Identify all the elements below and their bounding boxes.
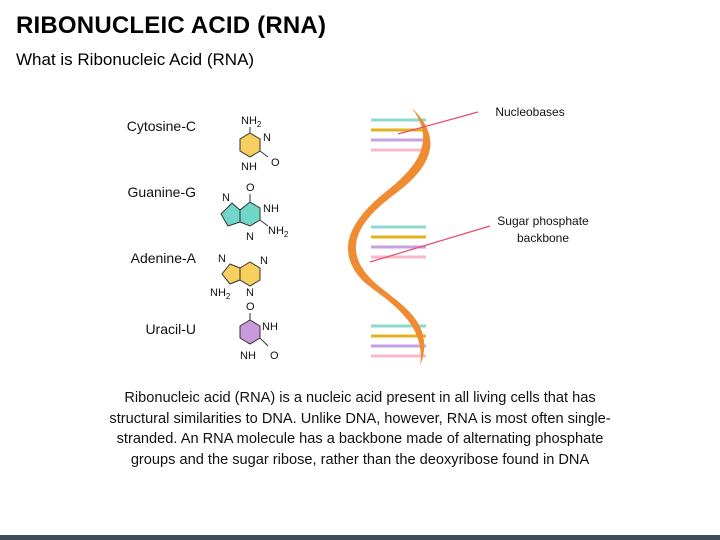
sugar-phosphate-label: Sugar phosphate backbone — [484, 213, 602, 247]
nucleobases-callout-line — [397, 111, 479, 135]
slide-title: RIBONUCLEIC ACID (RNA) — [16, 12, 327, 39]
adenine-nh2: NH2 — [210, 287, 231, 301]
footer-bar — [0, 535, 720, 540]
adenine-pentagon — [221, 263, 241, 285]
adenine-n-bottom: N — [246, 287, 254, 299]
guanine-o: O — [246, 182, 255, 194]
guanine-nh2: NH2 — [268, 225, 289, 239]
sugar-phosphate-label-line2: backbone — [516, 231, 570, 245]
guanine-n-left: N — [222, 192, 230, 204]
description-line-4: groups and the sugar ribose, rather than… — [130, 451, 590, 468]
guanine-pentagon — [220, 202, 241, 227]
guanine-structure: O N NH NH2 N — [220, 182, 289, 243]
uracil-nh-bottom: NH — [240, 350, 256, 362]
backbone-callout-line — [369, 225, 491, 263]
nucleobases-label: Nucleobases — [495, 105, 565, 119]
cytosine-nh: NH — [241, 161, 257, 173]
base-name-guanine: Guanine-G — [127, 184, 196, 200]
slide-subtitle: What is Ribonucleic Acid (RNA) — [16, 50, 255, 69]
cytosine-ring — [239, 132, 261, 158]
adenine-structure: N N NH2 N — [210, 253, 268, 301]
adenine-n-right: N — [260, 255, 268, 267]
uracil-ring — [239, 319, 261, 345]
cytosine-o: O — [271, 157, 280, 169]
guanine-hexagon — [239, 201, 261, 227]
uracil-nh: NH — [262, 321, 278, 333]
uracil-o-bottom: O — [270, 350, 279, 362]
description-line-1: Ribonucleic acid (RNA) is a nucleic acid… — [124, 390, 596, 406]
cytosine-n: N — [263, 132, 271, 144]
description-line-3: stranded. An RNA molecule has a backbone… — [116, 431, 604, 447]
description-line-2: structural similarities to DNA. Unlike D… — [109, 410, 611, 427]
guanine-n-bottom: N — [246, 231, 254, 243]
nucleobase-rungs — [371, 118, 426, 358]
cytosine-nh2: NH2 — [241, 115, 262, 129]
uracil-structure: O NH NH O — [239, 301, 279, 362]
base-name-uracil: Uracil-U — [145, 321, 196, 337]
guanine-nh: NH — [263, 203, 279, 215]
sugar-phosphate-backbone — [347, 108, 431, 366]
sugar-phosphate-label-line1: Sugar phosphate — [497, 214, 589, 228]
cytosine-structure: NH2 N NH O — [239, 115, 280, 173]
base-name-cytosine: Cytosine-C — [126, 118, 196, 134]
adenine-hexagon — [239, 261, 261, 287]
description-paragraph: Ribonucleic acid (RNA) is a nucleic acid… — [92, 388, 628, 470]
base-name-adenine: Adenine-A — [130, 250, 196, 266]
adenine-n-left: N — [218, 253, 226, 265]
uracil-o-top: O — [246, 301, 255, 313]
